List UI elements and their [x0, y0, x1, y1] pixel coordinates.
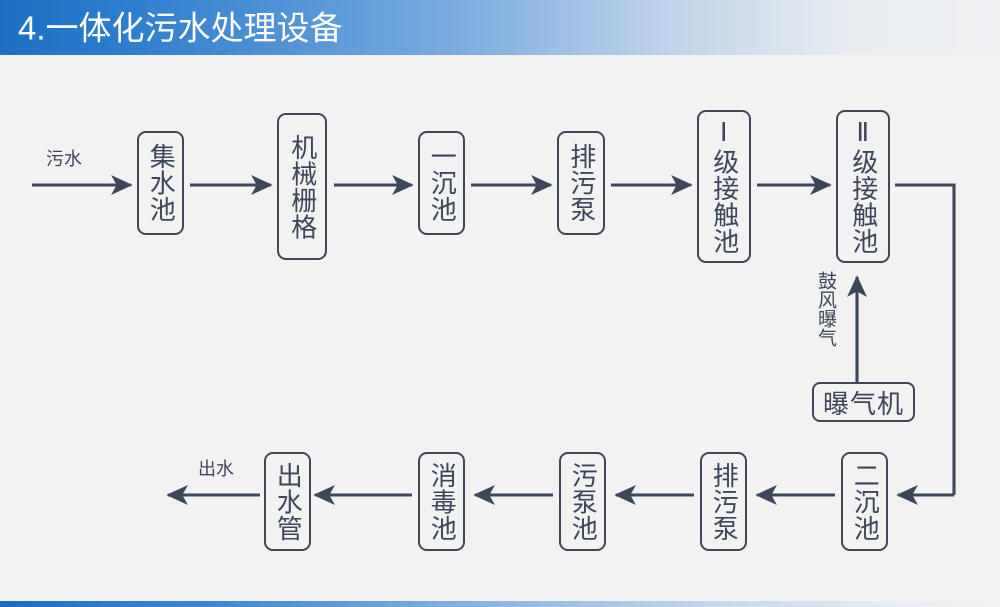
- page-title: 4.一体化污水处理设备: [18, 9, 343, 46]
- flowchart-connectors: [32, 175, 956, 505]
- node-wubengchi[interactable]: 污泵池: [559, 452, 606, 551]
- edge-label-aeration: 鼓风曝气: [815, 271, 836, 347]
- node-chushuiguan[interactable]: 出水管: [264, 452, 311, 551]
- node-erchenchi[interactable]: 二沉池: [841, 452, 888, 551]
- node-xiaoduchi[interactable]: 消毒池: [418, 452, 465, 551]
- node-jishuichi-label: 集水池: [146, 143, 177, 223]
- node-paiwubeng-bottom-label: 排污泵: [709, 461, 740, 542]
- node-yichenchi-label: 一沉池: [427, 143, 458, 223]
- node-puqiji[interactable]: 曝气机: [812, 382, 915, 422]
- node-jixieshange[interactable]: 机械栅格: [277, 113, 327, 260]
- edge-label-inlet: 污水: [46, 149, 82, 169]
- node-xiaoduchi-label: 消毒池: [427, 461, 458, 542]
- node-puqiji-label: 曝气机: [822, 388, 904, 419]
- node-erchenchi-label: 二沉池: [850, 461, 881, 542]
- node-yiji-jiechuchi[interactable]: Ⅰ级接触池: [697, 110, 751, 263]
- node-yiji-jiechuchi-label: Ⅰ级接触池: [709, 118, 740, 255]
- node-erji-jiechuchi-label: Ⅱ级接触池: [848, 118, 879, 255]
- title-bar: 4.一体化污水处理设备: [0, 0, 1000, 55]
- node-chushuiguan-label: 出水管: [273, 461, 304, 542]
- node-paiwubeng-bottom[interactable]: 排污泵: [700, 452, 747, 551]
- edge-label-outlet: 出水: [198, 459, 234, 479]
- node-paiwubeng-top-label: 排污泵: [566, 143, 597, 223]
- node-yichenchi[interactable]: 一沉池: [418, 131, 465, 235]
- footer-accent-bar: [0, 601, 1000, 607]
- flowchart-canvas: 集水池 机械栅格 一沉池 排污泵 Ⅰ级接触池 Ⅱ级接触池 曝气机 二沉池 排污泵: [0, 55, 1000, 601]
- node-erji-jiechuchi[interactable]: Ⅱ级接触池: [836, 110, 890, 263]
- node-jishuichi[interactable]: 集水池: [137, 131, 184, 235]
- node-jixieshange-label: 机械栅格: [287, 133, 318, 240]
- edge-erjijiechu-wrap: [895, 183, 956, 495]
- node-wubengchi-label: 污泵池: [568, 461, 599, 542]
- node-paiwubeng-top[interactable]: 排污泵: [557, 131, 605, 235]
